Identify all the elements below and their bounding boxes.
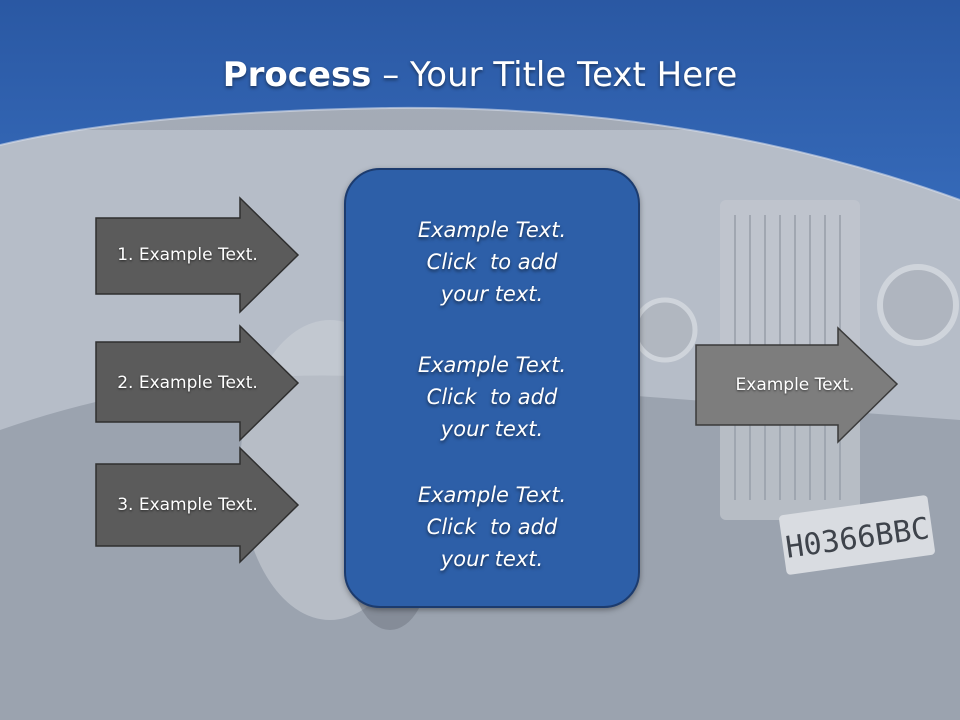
title-rest: – Your Title Text Here (371, 55, 738, 95)
arrow-step-2[interactable]: 2. Example Text. (95, 324, 300, 442)
center-block-3-line1: Example Text. (417, 483, 567, 507)
center-block-2-line2: Click to add (426, 385, 558, 409)
arrow-step-1-label: 1. Example Text. (117, 245, 258, 265)
center-block-1-line2: Click to add (426, 250, 558, 274)
center-block-3[interactable]: Example Text. Click to add your text. (346, 479, 638, 575)
arrow-step-3[interactable]: 3. Example Text. (95, 446, 300, 564)
center-block-1-line3: your text. (440, 282, 544, 306)
title-bold: Process (222, 55, 372, 95)
center-block-2-line3: your text. (440, 417, 544, 441)
arrow-result[interactable]: Example Text. (695, 326, 900, 444)
center-block-3-line3: your text. (440, 547, 544, 571)
arrow-result-label: Example Text. (735, 375, 855, 395)
center-block-1-line1: Example Text. (417, 218, 567, 242)
arrow-step-3-label: 3. Example Text. (117, 495, 258, 515)
center-block-3-line2: Click to add (426, 515, 558, 539)
center-block-2-line1: Example Text. (417, 353, 567, 377)
center-text-box[interactable]: Example Text. Click to add your text. Ex… (344, 168, 640, 608)
slide-title: Process – Your Title Text Here (0, 52, 960, 98)
center-block-1[interactable]: Example Text. Click to add your text. (346, 214, 638, 310)
arrow-step-2-label: 2. Example Text. (117, 373, 258, 393)
center-block-2[interactable]: Example Text. Click to add your text. (346, 349, 638, 445)
arrow-step-1[interactable]: 1. Example Text. (95, 196, 300, 314)
